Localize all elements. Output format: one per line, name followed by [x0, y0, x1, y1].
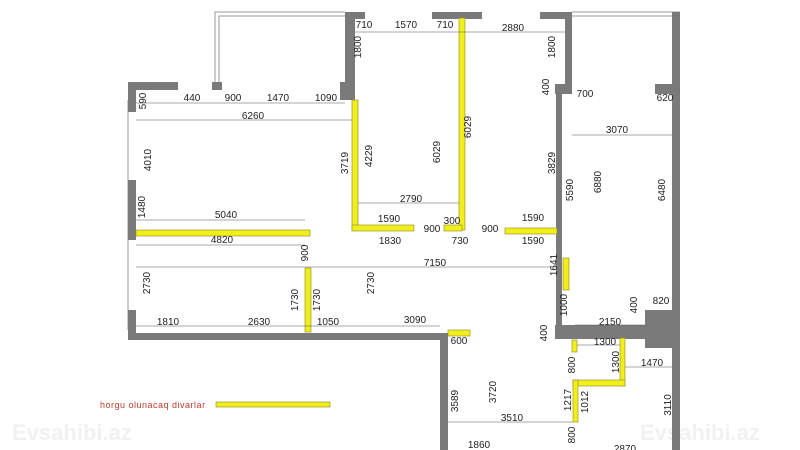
dim-label: 2870 — [614, 444, 637, 450]
dim-label: 730 — [452, 236, 469, 247]
dim-label: 1810 — [157, 317, 180, 328]
dim-label: 1860 — [468, 440, 491, 450]
legend-swatch — [215, 401, 331, 408]
dim-label: 710 — [437, 20, 454, 31]
dim-label: 6480 — [657, 178, 668, 201]
dim-label: 300 — [444, 216, 461, 227]
dim-label: 400 — [539, 324, 550, 341]
dim-label: 2730 — [366, 271, 377, 294]
dim-label: 1730 — [312, 288, 323, 311]
dim-label: 700 — [577, 89, 594, 100]
dimension-labels: 710 1570 710 2880 1800 1800 590 440 900 … — [137, 20, 674, 450]
dim-label: 900 — [424, 224, 441, 235]
dim-label: 1590 — [522, 213, 545, 224]
dim-label: 400 — [541, 78, 552, 95]
dim-label: 1590 — [378, 214, 401, 225]
dim-label: 1000 — [559, 293, 570, 316]
dim-label: 1641 — [549, 253, 560, 276]
dim-label: 1480 — [137, 195, 148, 218]
dim-label: 1217 — [563, 388, 574, 411]
dim-label: 1730 — [290, 288, 301, 311]
dim-label: 6260 — [242, 111, 265, 122]
dimension-lines — [136, 31, 672, 423]
dim-label: 6029 — [432, 140, 443, 163]
dim-label: 1300 — [611, 350, 622, 373]
dim-label: 5040 — [215, 210, 238, 221]
watermark-left: Evsahibi.az — [12, 420, 132, 445]
dim-label: 1300 — [594, 337, 617, 348]
dim-label: 4229 — [364, 144, 375, 167]
walls-to-build — [135, 17, 626, 423]
dim-label: 1830 — [379, 236, 402, 247]
dim-label: 1012 — [580, 390, 591, 413]
dim-label: 1090 — [315, 93, 338, 104]
dim-label: 2880 — [502, 23, 525, 34]
dim-label: 600 — [451, 336, 468, 347]
dim-label: 3090 — [404, 315, 427, 326]
dim-label: 3829 — [547, 151, 558, 174]
legend-label: horgu olunacaq divarlar — [100, 400, 206, 410]
dim-label: 3719 — [340, 151, 351, 174]
dim-label: 4820 — [211, 235, 234, 246]
watermark-right: Evsahibi.az — [640, 420, 760, 445]
dim-label: 2630 — [248, 317, 271, 328]
dim-label: 1570 — [395, 20, 418, 31]
dim-label: 440 — [184, 93, 201, 104]
dim-label: 620 — [657, 93, 674, 104]
dim-label: 710 — [356, 20, 373, 31]
dim-label: 400 — [629, 296, 640, 313]
dim-label: 1050 — [317, 317, 340, 328]
dim-label: 3589 — [450, 389, 461, 412]
dim-label: 900 — [482, 224, 499, 235]
dim-label: 6880 — [593, 170, 604, 193]
dim-label: 1470 — [267, 93, 290, 104]
dim-label: 7150 — [424, 258, 447, 269]
dim-label: 800 — [567, 356, 578, 373]
dim-label: 2790 — [400, 194, 423, 205]
dim-label: 1590 — [522, 236, 545, 247]
dim-label: 590 — [138, 92, 149, 109]
legend: horgu olunacaq divarlar — [100, 400, 331, 410]
dim-label: 2150 — [599, 317, 622, 328]
dim-label: 2730 — [142, 271, 153, 294]
dim-label: 5590 — [565, 178, 576, 201]
dim-label: 1800 — [353, 35, 364, 58]
dim-label: 900 — [300, 244, 311, 261]
dim-label: 6029 — [463, 115, 474, 138]
dim-label: 900 — [225, 93, 242, 104]
dim-label: 3070 — [606, 125, 629, 136]
dim-label: 3720 — [488, 380, 499, 403]
existing-walls — [128, 12, 680, 450]
dim-label: 1470 — [641, 358, 664, 369]
dim-label: 1800 — [547, 35, 558, 58]
dim-label: 4010 — [143, 148, 154, 171]
dim-label: 800 — [567, 426, 578, 443]
dim-label: 3110 — [663, 394, 674, 416]
dim-label: 820 — [653, 296, 670, 307]
dim-label: 3510 — [501, 413, 524, 424]
